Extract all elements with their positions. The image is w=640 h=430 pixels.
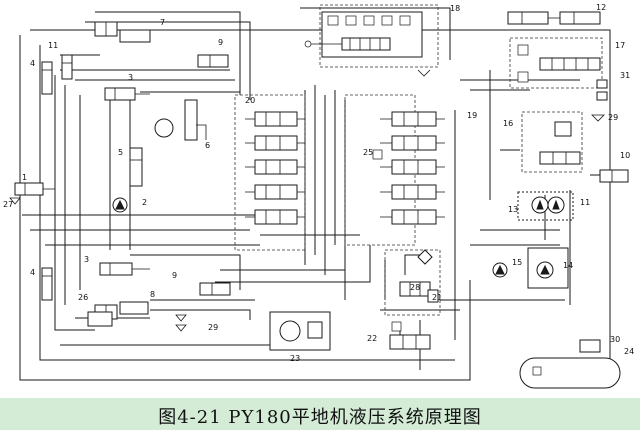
label-12: 12 — [596, 3, 606, 12]
filter-30 — [579, 339, 601, 353]
valve-block-18 — [304, 11, 431, 77]
label-29a: 29 — [208, 323, 218, 332]
cylinder-4-lower — [41, 267, 53, 301]
filter-31 — [596, 79, 608, 101]
caption-band — [0, 398, 640, 430]
pump-13 — [517, 191, 574, 221]
label-22: 22 — [367, 334, 377, 343]
label-20: 20 — [245, 96, 255, 105]
label-23: 23 — [290, 354, 300, 363]
valve-17 — [517, 44, 601, 83]
label-26: 26 — [78, 293, 88, 302]
valve-21 — [399, 281, 439, 303]
motor-23 — [269, 311, 331, 351]
valve-22 — [389, 321, 431, 350]
label-28: 28 — [410, 283, 420, 292]
check-27 — [9, 197, 21, 205]
cylinder-10 — [599, 169, 629, 183]
label-13: 13 — [508, 205, 518, 214]
figure-caption: 图4-21 PY180平地机液压系统原理图 — [158, 407, 482, 428]
label-16: 16 — [503, 119, 513, 128]
label-10: 10 — [620, 151, 630, 160]
cylinder-4-upper — [41, 61, 53, 95]
label-14: 14 — [563, 261, 573, 270]
pipe-network — [19, 7, 611, 381]
label-29b: 29 — [608, 113, 618, 122]
label-7: 7 — [160, 18, 165, 27]
label-27: 27 — [3, 200, 13, 209]
label-11a: 11 — [48, 41, 58, 50]
label-6: 6 — [205, 141, 210, 150]
valve-16 — [539, 121, 581, 165]
cylinder-5 — [129, 147, 143, 187]
valve-25 — [372, 149, 383, 160]
component-labels: 1 2 3 3 4 4 5 6 7 8 9 9 10 11 11 12 13 1… — [3, 3, 634, 363]
label-24: 24 — [624, 347, 634, 356]
cylinder-12 — [507, 11, 601, 25]
label-5: 5 — [118, 148, 123, 157]
cylinder-7 — [94, 21, 151, 43]
valve-26 — [87, 311, 113, 327]
label-30: 30 — [610, 335, 620, 344]
cylinder-9-upper — [197, 54, 229, 68]
dashed-group-borders — [234, 4, 603, 316]
cylinder-11 — [61, 54, 73, 80]
hydraulic-schematic: 1 2 3 3 4 4 5 6 7 8 9 9 10 11 11 12 13 1… — [3, 3, 635, 389]
label-3a: 3 — [128, 73, 133, 82]
label-17: 17 — [615, 41, 625, 50]
check-29-right — [591, 114, 605, 122]
label-21: 21 — [432, 293, 442, 302]
label-2: 2 — [142, 198, 147, 207]
label-9b: 9 — [172, 271, 177, 280]
cylinder-3-lower — [99, 262, 150, 276]
valve-bank-19 — [380, 111, 445, 225]
motor-2 — [112, 197, 128, 213]
label-8: 8 — [150, 290, 155, 299]
tank-24 — [519, 357, 621, 389]
label-3b: 3 — [84, 255, 89, 264]
pump-15 — [492, 262, 508, 278]
label-1: 1 — [22, 173, 27, 182]
check-29-lower — [175, 314, 187, 332]
cylinder-9-lower — [199, 282, 231, 296]
label-11b: 11 — [580, 198, 590, 207]
label-15: 15 — [512, 258, 522, 267]
label-31: 31 — [620, 71, 630, 80]
cylinder-3-upper — [104, 87, 150, 101]
accumulator-6 — [154, 99, 207, 141]
pump-14 — [527, 247, 569, 289]
cylinder-1 — [14, 182, 55, 196]
label-4a: 4 — [30, 59, 35, 68]
cooler-28 — [417, 249, 433, 265]
label-25: 25 — [363, 148, 373, 157]
label-19: 19 — [467, 111, 477, 120]
label-18: 18 — [450, 4, 460, 13]
label-9a: 9 — [218, 38, 223, 47]
valve-bank-20 — [245, 111, 305, 225]
label-4b: 4 — [30, 268, 35, 277]
